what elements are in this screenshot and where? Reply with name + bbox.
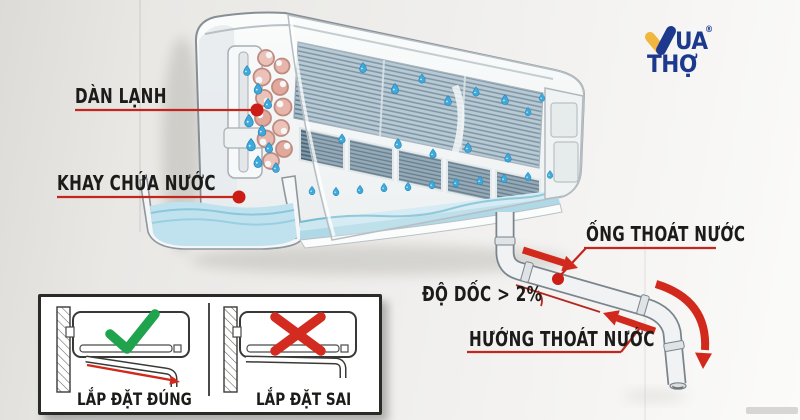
tray-pointer-dot (232, 190, 246, 204)
wall-hatch (56, 306, 71, 393)
drain-pipe-label: ỐNG THOÁT NƯỚC (586, 222, 746, 246)
slope-label: ĐỘ DỐC > 2% (422, 282, 543, 306)
brand-logo-line2: THỢ (647, 50, 698, 78)
ac-indoor-unit (139, 11, 586, 250)
pipe-joint-rings (494, 236, 685, 352)
slope-angle-indicator (515, 284, 601, 313)
flow-arrow-down-icon (521, 246, 578, 272)
annotations (57, 103, 716, 369)
curved-outlet-arrow-icon (654, 280, 712, 369)
flow-arrow-left-icon (603, 310, 657, 335)
ac-right-endcap (544, 87, 584, 200)
brand-logo-line1: UA (675, 27, 708, 55)
wall-corner-left (139, 0, 141, 232)
registered-mark: ® (705, 25, 713, 35)
drain-direction-label: HƯỚNG THOÁT NƯỚC (469, 327, 655, 351)
evaporator-label: DÀN LẠNH (75, 84, 167, 108)
checkmark-icon (105, 309, 160, 354)
incorrect-installation-label: LẮP ĐẶT SAI (256, 390, 352, 410)
correct-installation-diagram (56, 306, 190, 393)
x-icon (270, 312, 326, 356)
mini-flow-arrow-icon (86, 363, 180, 385)
wall-shadows (162, 37, 687, 402)
wall-hatch (223, 306, 238, 393)
corner-artifact (746, 407, 798, 414)
drain-pipe (494, 212, 687, 390)
pipe-pointer-dot (552, 273, 564, 285)
brand-logo-checkmark-icon (645, 26, 676, 55)
water-tray-label: KHAY CHỨA NƯỚC (57, 171, 216, 195)
evaporator-pointer-dot (250, 103, 264, 117)
incorrect-installation-diagram (223, 306, 357, 393)
front-water-channel (299, 189, 563, 249)
water-tray (139, 175, 303, 250)
correct-installation-label: LẮP ĐẶT ĐÚNG (77, 390, 192, 410)
inset-diagrams (56, 303, 357, 396)
